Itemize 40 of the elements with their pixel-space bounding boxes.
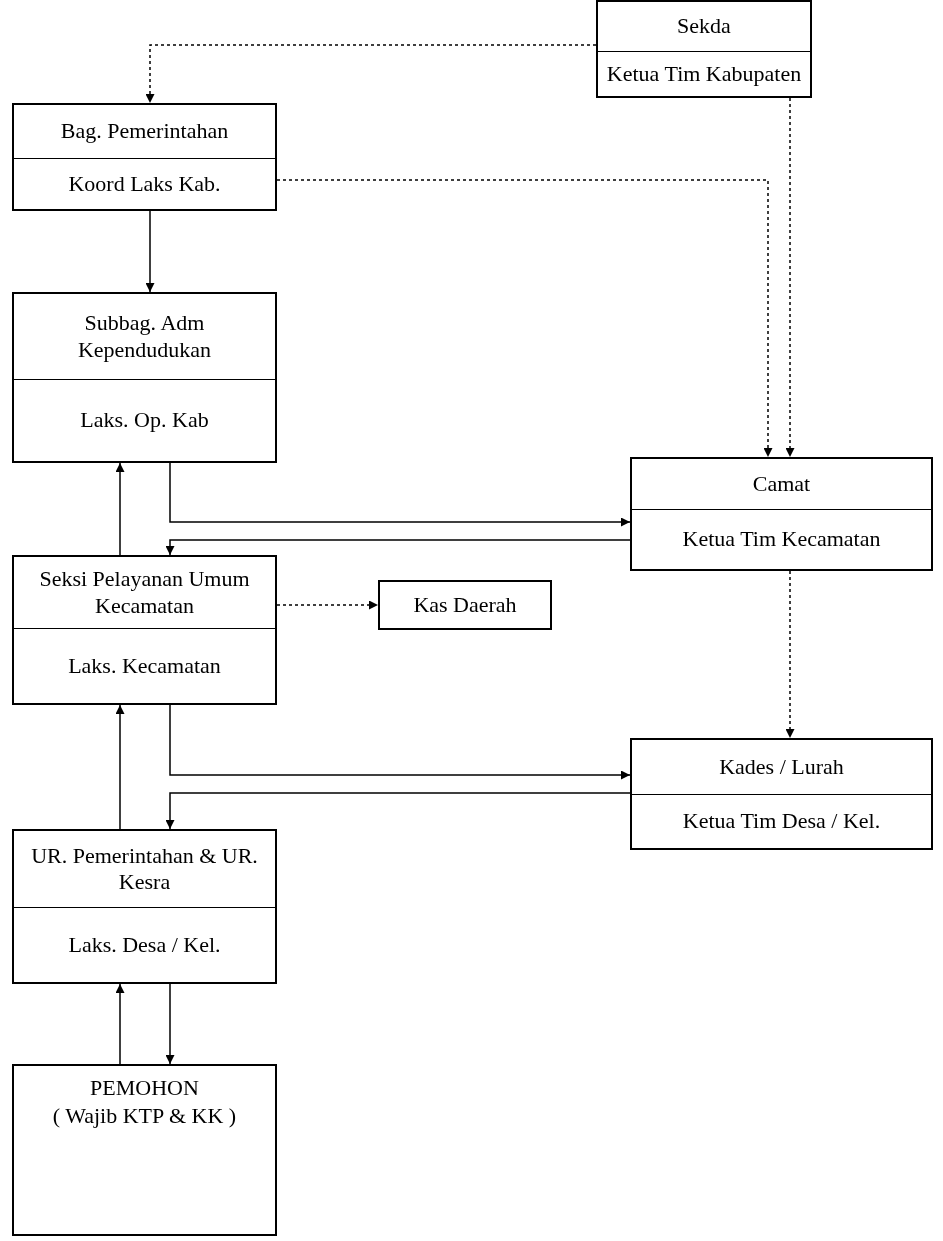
unit-name: Kades / Lurah — [719, 753, 844, 781]
unit-name: UR. Pemerintahan & UR. Kesra — [30, 842, 259, 896]
unit-name: PEMOHON — [90, 1074, 199, 1102]
org-box — [378, 580, 552, 630]
role-label: Laks. Desa / Kel. — [68, 931, 221, 959]
arrow — [115, 462, 125, 556]
org-box — [596, 0, 812, 98]
arrow — [165, 539, 631, 556]
arrow — [115, 704, 125, 830]
org-box — [12, 292, 277, 463]
org-box — [12, 103, 277, 211]
unit-name: Seksi Pelayanan Umum Kecamatan — [38, 566, 251, 619]
dotted-arrow — [145, 44, 597, 104]
org-box — [630, 457, 933, 571]
unit-name: Camat — [752, 470, 811, 498]
role-label: Laks. Op. Kab — [80, 407, 209, 434]
dotted-arrow — [785, 570, 795, 739]
arrow — [115, 983, 125, 1065]
arrow — [169, 704, 631, 780]
dotted-arrow — [785, 97, 795, 458]
unit-name: Subbag. Adm Kependudukan — [76, 310, 213, 363]
org-box — [12, 829, 277, 984]
arrow — [165, 792, 631, 830]
role-label: Ketua Tim Desa / Kel. — [682, 808, 881, 835]
dotted-arrow — [276, 179, 773, 458]
org-box — [12, 1064, 277, 1236]
arrow — [145, 210, 155, 293]
org-box — [12, 555, 277, 705]
role-label: ( Wajib KTP & KK ) — [52, 1101, 237, 1129]
role-label: Ketua Tim Kecamatan — [682, 526, 881, 553]
dotted-arrow — [276, 600, 379, 610]
unit-name: Kas Daerah — [413, 591, 517, 619]
org-box — [630, 738, 933, 850]
role-label: Laks. Kecamatan — [68, 652, 221, 680]
arrow — [165, 983, 175, 1065]
unit-name: Bag. Pemerintahan — [60, 118, 229, 145]
role-label: Koord Laks Kab. — [68, 170, 221, 198]
unit-name: Sekda — [677, 13, 731, 40]
arrow — [169, 462, 631, 527]
role-label: Ketua Tim Kabupaten — [606, 60, 802, 88]
